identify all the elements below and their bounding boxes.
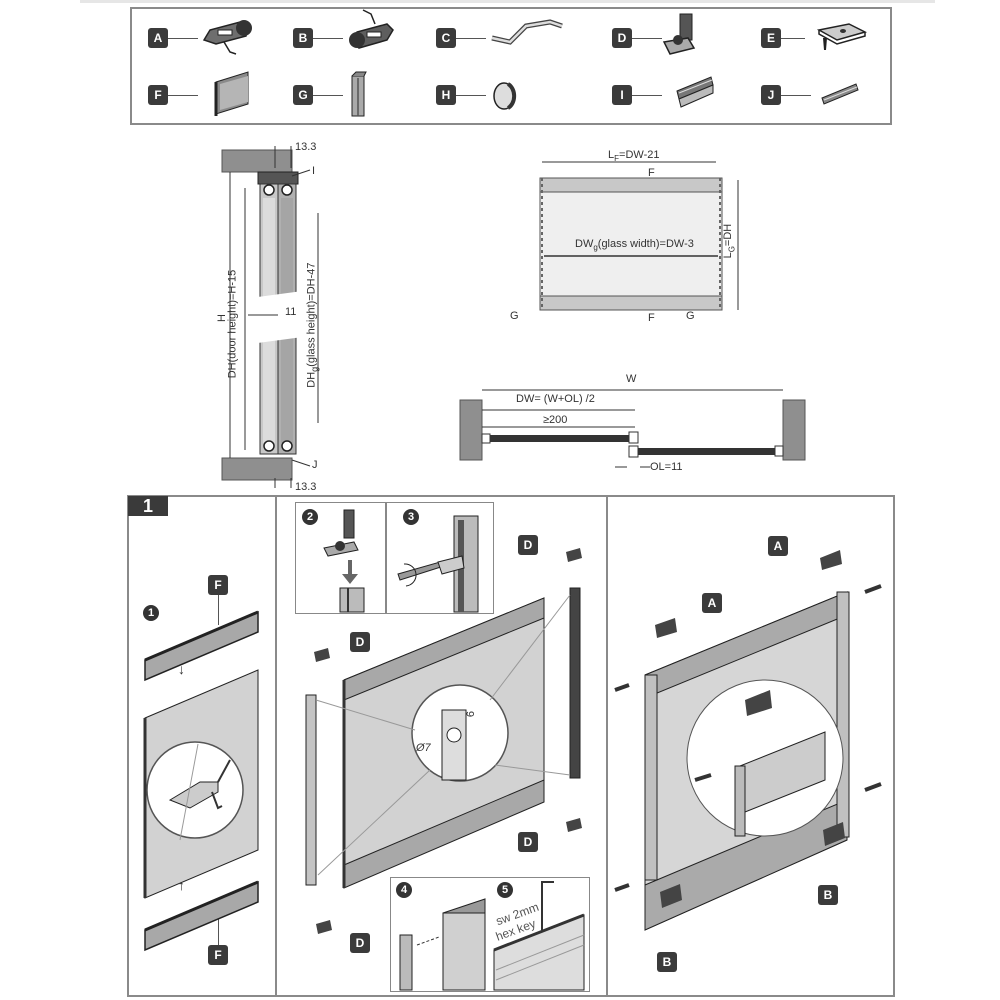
roller-badge-a-1: A bbox=[768, 536, 788, 556]
part-badge-b: B bbox=[293, 28, 313, 48]
right-profile-callout: G bbox=[686, 310, 695, 322]
glass-height-label: DHg(glass height)=DH-47 bbox=[305, 262, 320, 388]
part-badge-i: I bbox=[612, 85, 632, 105]
connector-badge-d-4: D bbox=[350, 933, 370, 953]
top-track-icon bbox=[676, 76, 714, 108]
leader-line bbox=[632, 38, 662, 39]
substep-4-5-box bbox=[390, 877, 590, 992]
connector-badge-d-1: D bbox=[518, 535, 538, 555]
top-roller-left-icon bbox=[202, 20, 252, 55]
box-divider bbox=[385, 502, 387, 614]
bottom-roller-icon bbox=[349, 9, 394, 49]
bottom-track-callout: J bbox=[312, 459, 318, 471]
leader-line bbox=[632, 95, 662, 96]
svg-text:↓: ↓ bbox=[178, 661, 185, 677]
part-badge-h: H bbox=[436, 85, 456, 105]
part-badge-e: E bbox=[761, 28, 781, 48]
round-cap-icon bbox=[493, 82, 517, 110]
connector-to-profile-drawing bbox=[399, 898, 486, 991]
roller-badge-b-1: B bbox=[818, 885, 838, 905]
corner-connector-icon bbox=[662, 13, 696, 55]
substep-2-3-box bbox=[295, 502, 494, 614]
leader-line bbox=[218, 915, 219, 945]
top-gap-dimension: 13.3 bbox=[295, 141, 317, 153]
column-divider bbox=[275, 497, 277, 995]
leader-line bbox=[781, 95, 811, 96]
left-profile-callout: G bbox=[510, 310, 519, 322]
part-badge-c: C bbox=[436, 28, 456, 48]
min-width-label: ≥200 bbox=[543, 414, 568, 426]
profile-badge-f-bottom: F bbox=[208, 945, 228, 965]
overlap-dimension: 11 bbox=[285, 306, 297, 318]
top-profile-callout: F bbox=[648, 167, 655, 179]
connector-insert-drawing bbox=[323, 509, 365, 613]
hole-diameter-label: Ø7 bbox=[416, 742, 431, 754]
svg-text:↑: ↑ bbox=[178, 877, 185, 893]
substep-number-1: 1 bbox=[143, 605, 159, 621]
door-width-label: DW= (W+OL) /2 bbox=[516, 393, 595, 405]
profile-badge-f-top: F bbox=[208, 575, 228, 595]
hole-offset-label: 6 bbox=[465, 710, 478, 718]
substep-number-3: 3 bbox=[403, 509, 419, 525]
frame-assembly-drawing bbox=[305, 548, 582, 934]
leader-line bbox=[781, 38, 805, 39]
top-track-callout: I bbox=[312, 165, 316, 177]
substep-number-4: 4 bbox=[396, 882, 412, 898]
column-divider bbox=[606, 497, 608, 995]
substep-number-2: 2 bbox=[302, 509, 318, 525]
glass-with-profiles-drawing: ↓ ↑ bbox=[143, 610, 259, 952]
leader-line bbox=[218, 595, 219, 625]
side-length-label: LG=DH bbox=[722, 223, 737, 259]
plan-view-drawing bbox=[459, 389, 806, 468]
roller-install-drawing bbox=[614, 550, 882, 931]
leader-line bbox=[456, 95, 486, 96]
substep-number-5: 5 bbox=[497, 882, 513, 898]
roller-badge-a-2: A bbox=[702, 593, 722, 613]
roller-badge-b-2: B bbox=[657, 952, 677, 972]
leader-line bbox=[456, 38, 486, 39]
part-badge-j: J bbox=[761, 85, 781, 105]
page-top-edge bbox=[80, 0, 935, 3]
glass-width-label: DWg(glass width)=DW-3 bbox=[575, 238, 694, 253]
part-badge-a: A bbox=[148, 28, 168, 48]
bottom-gap-dimension: 13.3 bbox=[295, 481, 317, 493]
part-badge-g: G bbox=[293, 85, 313, 105]
vertical-profile-icon bbox=[351, 71, 367, 117]
bent-bracket-icon bbox=[491, 19, 563, 45]
front-elevation-drawing bbox=[539, 161, 739, 311]
leader-line bbox=[313, 95, 343, 96]
hex-key-adjust-drawing bbox=[493, 881, 585, 991]
hex-key-tightening-drawing bbox=[397, 515, 479, 613]
connector-badge-d-2: D bbox=[350, 632, 370, 652]
part-badge-f: F bbox=[148, 85, 168, 105]
leader-line bbox=[168, 38, 198, 39]
connector-badge-d-3: D bbox=[518, 832, 538, 852]
step-header: 1 bbox=[128, 496, 168, 516]
horizontal-profile-icon bbox=[214, 71, 249, 116]
overlap-label: OL=11 bbox=[650, 461, 683, 473]
bottom-track-icon bbox=[821, 83, 859, 105]
bottom-profile-callout: F bbox=[648, 312, 655, 324]
leader-line bbox=[313, 38, 343, 39]
total-width-label: W bbox=[626, 373, 637, 385]
door-height-label: DH(door height)=H-15 bbox=[226, 269, 239, 379]
leader-line bbox=[168, 95, 198, 96]
frame-length-label: LF=DW-21 bbox=[608, 149, 660, 164]
part-badge-d: D bbox=[612, 28, 632, 48]
clip-plate-with-screw-icon bbox=[816, 23, 868, 50]
side-section-drawing bbox=[221, 146, 319, 488]
